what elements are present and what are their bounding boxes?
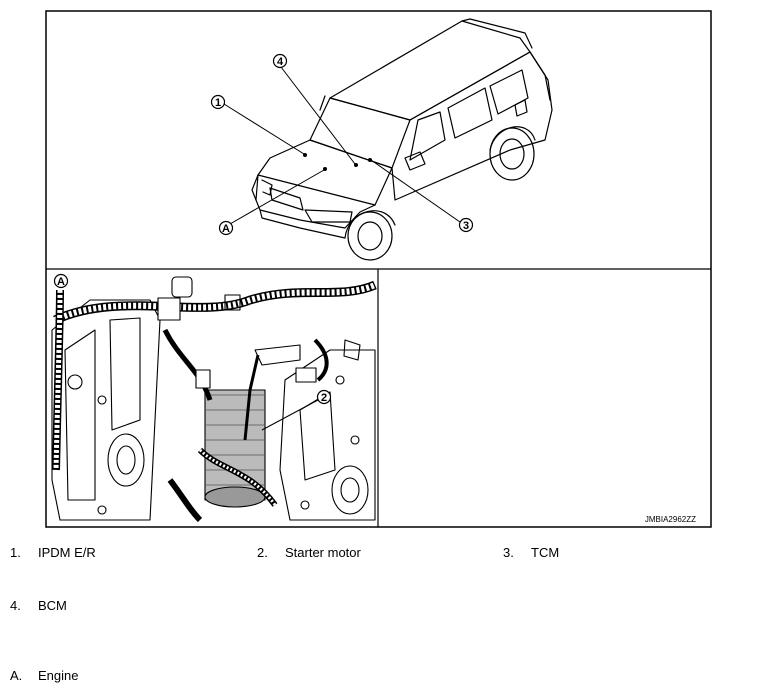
legend-text: BCM xyxy=(38,598,67,613)
legend-number: 4. xyxy=(10,598,21,613)
legend-text: Starter motor xyxy=(285,545,361,560)
legend-number: 2. xyxy=(257,545,268,560)
figure-id-code: JMBIA2962ZZ xyxy=(645,515,696,524)
vehicle-illustration xyxy=(251,18,553,261)
legend-text: Engine xyxy=(38,668,79,683)
callout-1: 1 xyxy=(210,94,226,110)
callout-2: 2 xyxy=(316,389,332,405)
legend-number: 3. xyxy=(503,545,514,560)
callout-A-inset: A xyxy=(53,273,69,289)
svg-text:A: A xyxy=(57,276,65,288)
svg-text:A: A xyxy=(222,223,230,235)
leader-lines xyxy=(223,66,461,225)
legend-text: TCM xyxy=(531,545,560,560)
leader-line-2 xyxy=(261,399,319,431)
legend-text: IPDM E/R xyxy=(38,545,96,560)
svg-text:4: 4 xyxy=(277,56,284,68)
legend-number: A. xyxy=(10,668,23,683)
callout-4: 4 xyxy=(272,53,288,69)
component-location-figure: 1 4 3 A xyxy=(45,10,712,528)
callout-3: 3 xyxy=(458,217,474,233)
engine-inset-illustration xyxy=(51,276,377,523)
legend-number: 1. xyxy=(10,545,21,560)
callout-A: A xyxy=(218,220,234,236)
svg-text:3: 3 xyxy=(463,220,469,232)
svg-text:2: 2 xyxy=(321,392,327,404)
svg-text:1: 1 xyxy=(215,97,221,109)
